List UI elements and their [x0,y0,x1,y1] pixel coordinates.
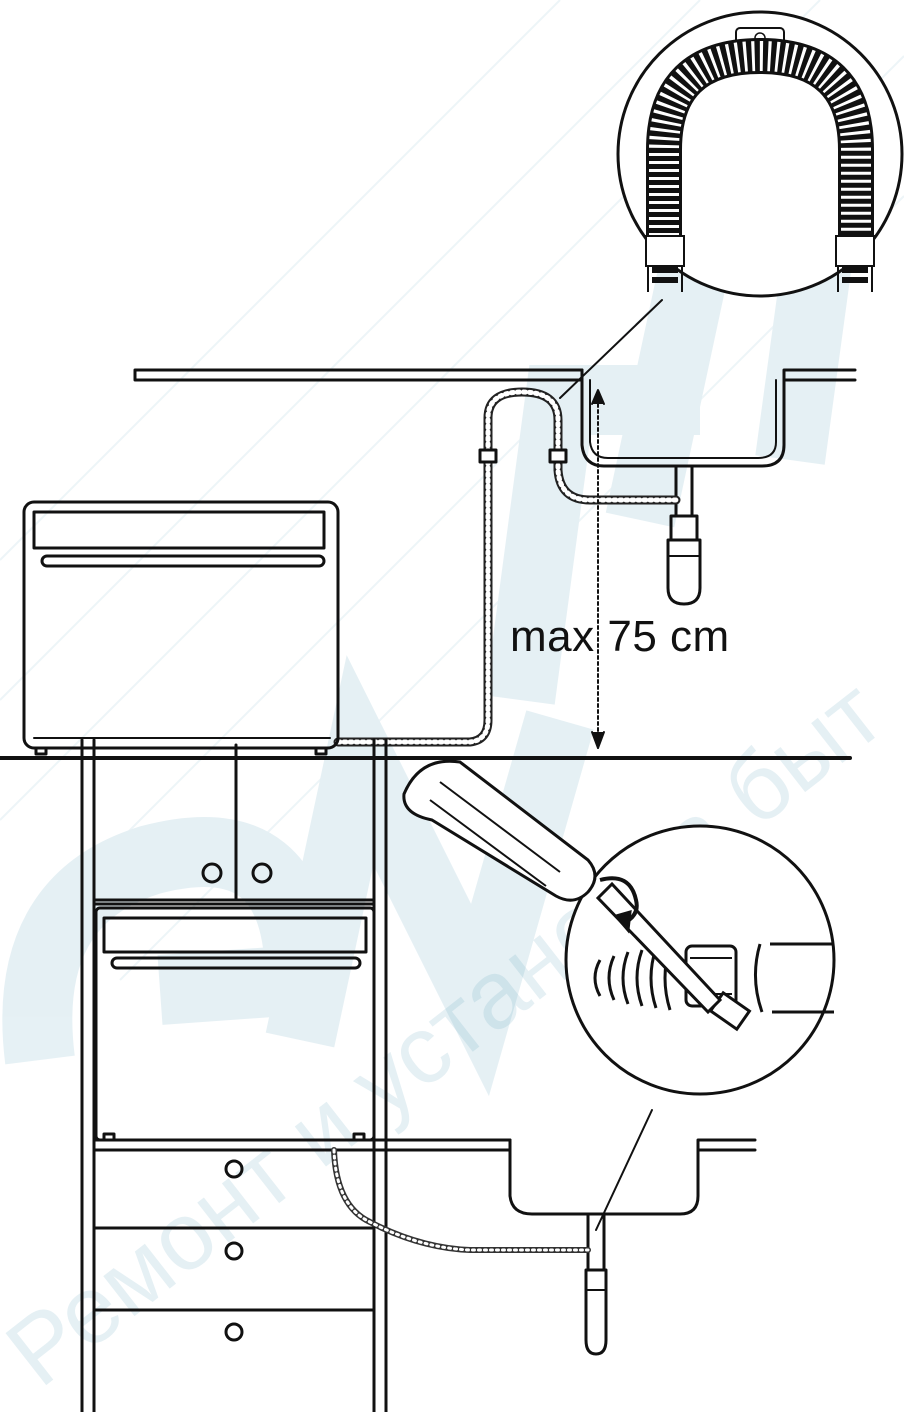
upper-sink-inner [589,379,777,459]
hose-loop-detail [616,10,904,298]
upper-sink [580,368,857,468]
upper-worktop [133,368,584,382]
lower-sink-trap [584,1212,608,1356]
compact-dishwasher [22,500,340,756]
height-dimension-arrow [591,389,605,749]
drain-hose-rings [335,389,679,745]
cabinet-knob-right [251,862,273,884]
height-label: max 75 cm [510,612,730,661]
hose-clamp-detail [564,824,836,1096]
screwdriver [402,759,723,1015]
cabinet-knob-left [201,862,223,884]
lower-sink [508,1138,757,1216]
top-detail-leader [559,299,663,399]
lower-worktop [92,1138,512,1152]
lower-drain-hose-rings [332,1148,590,1252]
drawers [92,1159,376,1342]
lower-detail-leader [595,1109,653,1231]
lower-drain-hose [331,1147,591,1253]
upper-sink-trap [666,464,702,606]
